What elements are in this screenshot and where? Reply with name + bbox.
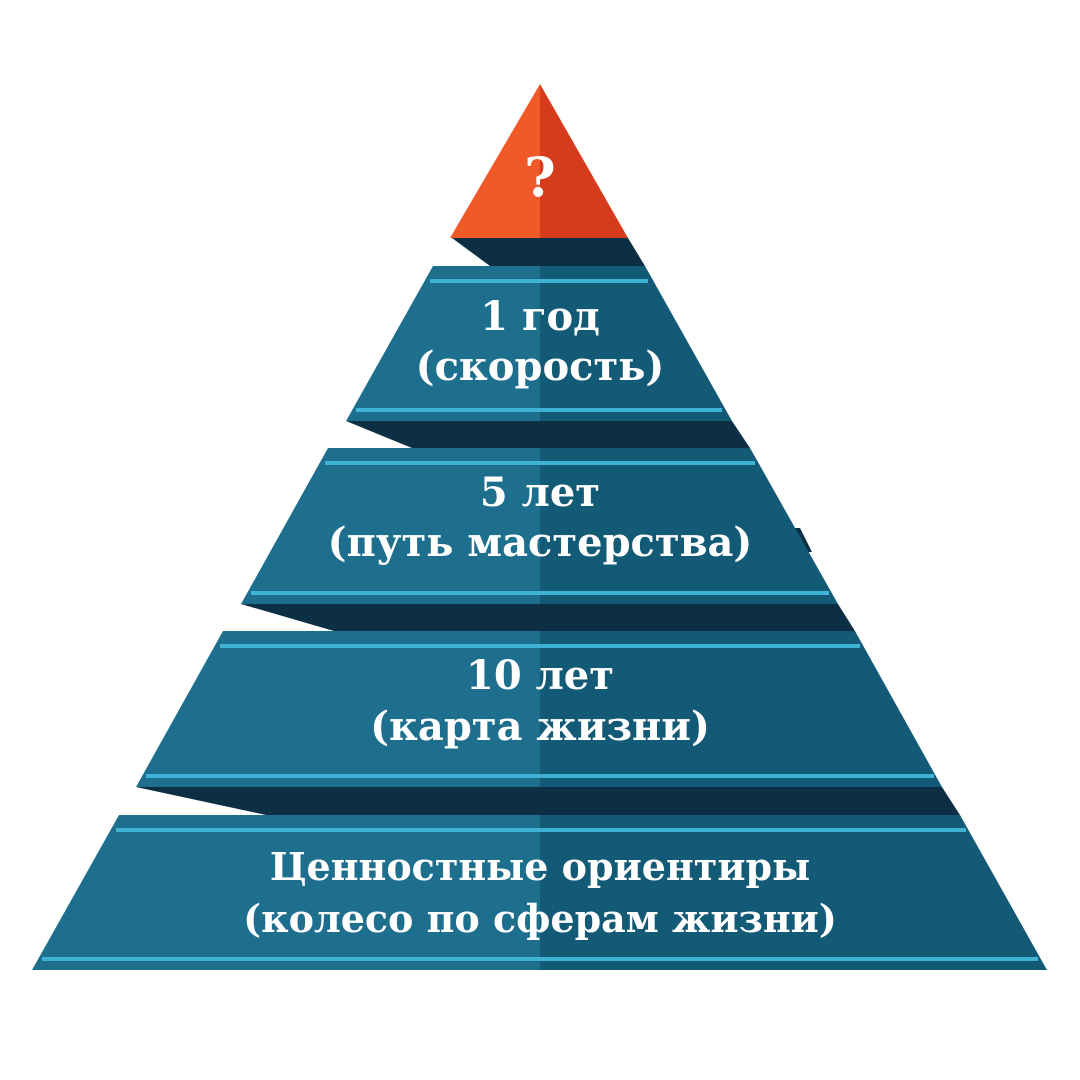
tier-3-top-stripe: [220, 644, 860, 648]
tier-4-right-half: [540, 815, 1047, 970]
apex-left-half: [450, 84, 540, 238]
pyramid-tier-4: Ценностные ориентиры (колесо по сферам ж…: [32, 815, 1047, 970]
tier-3-title: 10 лет: [466, 652, 614, 699]
pyramid-tier-3: 10 лет (карта жизни): [136, 631, 942, 787]
tier-2-subtitle: (путь мастерства): [328, 519, 753, 566]
tier-1-bottom-stripe: [356, 408, 722, 412]
pyramid-tier-2: 5 лет (путь мастерства): [241, 448, 838, 604]
tier-2-right-half: [540, 448, 838, 604]
tier-2-title: 5 лет: [480, 469, 600, 516]
tier-2-top-stripe: [325, 461, 755, 465]
tier-3-left-half: [136, 631, 540, 787]
tier-2-left-half: [241, 448, 540, 604]
shadow-band-1: [346, 421, 750, 448]
apex-question-mark: ?: [524, 145, 556, 209]
tier-1-top-stripe: [430, 279, 648, 283]
tier-1-subtitle: (скорость): [416, 343, 665, 390]
apex-right-half: [540, 84, 628, 238]
tier-4-left-half: [32, 815, 540, 970]
pyramid-tier-1: 1 год (скорость): [346, 266, 732, 421]
shadow-band-3: [136, 787, 960, 815]
tier-3-bottom-stripe: [146, 774, 934, 778]
pyramid-apex: ?: [450, 84, 628, 238]
tier-4-bottom-stripe: [42, 957, 1038, 961]
tier-4-top-stripe: [116, 828, 966, 832]
shadow-band-2: [241, 604, 855, 631]
tier-3-right-half: [540, 631, 942, 787]
shadow-band-apex: [452, 238, 645, 266]
tier-1-right-half: [540, 266, 732, 421]
tier-1-left-half: [346, 266, 540, 421]
tier-4-title: Ценностные ориентиры: [270, 844, 810, 889]
tier-4-subtitle: (колесо по сферам жизни): [243, 896, 837, 941]
tier-3-subtitle: (карта жизни): [370, 703, 710, 750]
tier-2-bottom-stripe: [251, 591, 829, 595]
tier-1-title: 1 год: [480, 293, 600, 340]
